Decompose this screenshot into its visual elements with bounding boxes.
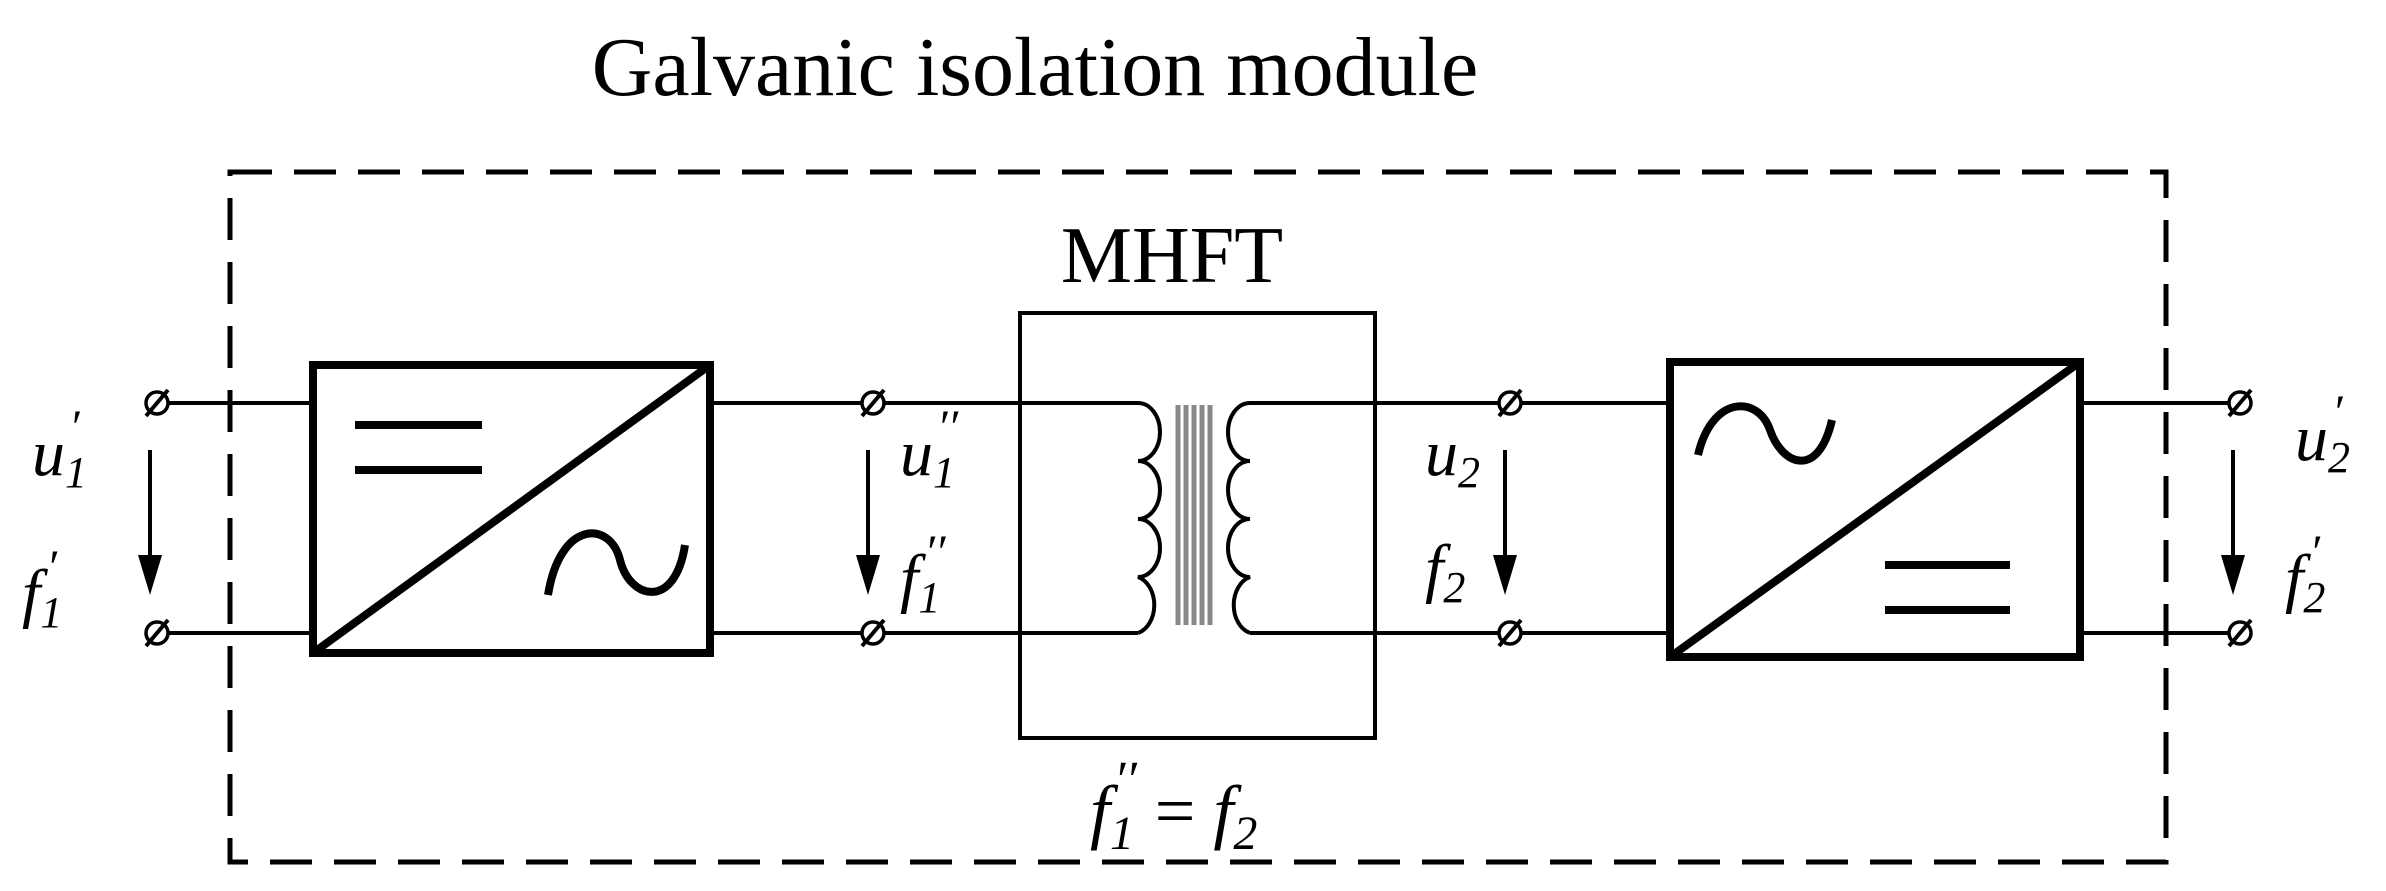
converter-left — [309, 361, 714, 657]
wires — [157, 401, 2240, 635]
arrow-down-icon — [1493, 450, 1517, 595]
terminal-icon — [2227, 388, 2253, 418]
terminal-icon — [860, 388, 886, 418]
transformer-windings-icon — [1137, 401, 1251, 635]
frequency-relation: f1′′ = f2 — [1090, 752, 1257, 860]
arrow-down-icon — [2221, 450, 2245, 595]
mid-right-freq-label: f2 — [1425, 532, 1465, 612]
transformer-box — [1018, 311, 1377, 740]
diagram-title: Galvanic isolation module — [592, 21, 1478, 114]
terminal-icon — [144, 388, 170, 418]
ac-symbol-icon — [544, 529, 689, 596]
right-freq-label: f2′ — [2285, 526, 2325, 622]
left-voltage-label: u1′ — [32, 401, 87, 497]
terminal-icon — [860, 618, 886, 648]
dc-symbol-icon — [355, 421, 482, 474]
mid-right-voltage-label: u2 — [1425, 417, 1480, 497]
terminal-icon — [1497, 618, 1523, 648]
mid-left-freq-label: f1′′ — [900, 526, 947, 622]
right-voltage-label: u2′ — [2295, 386, 2350, 482]
transformer-label: MHFT — [1061, 212, 1283, 300]
terminal-icon — [2227, 618, 2253, 648]
ac-symbol-icon — [1694, 402, 1836, 465]
module-boundary — [227, 169, 2169, 865]
terminal-icon — [144, 618, 170, 648]
terminals — [144, 388, 2253, 648]
dc-symbol-icon — [1885, 561, 2010, 614]
converter-right — [1666, 358, 2084, 661]
voltage-arrows — [138, 450, 2245, 595]
arrow-down-icon — [138, 450, 162, 595]
arrow-down-icon — [856, 450, 880, 595]
mid-left-voltage-label: u1′′ — [900, 401, 960, 497]
terminal-icon — [1497, 388, 1523, 418]
left-freq-label: f1′ — [22, 541, 62, 637]
